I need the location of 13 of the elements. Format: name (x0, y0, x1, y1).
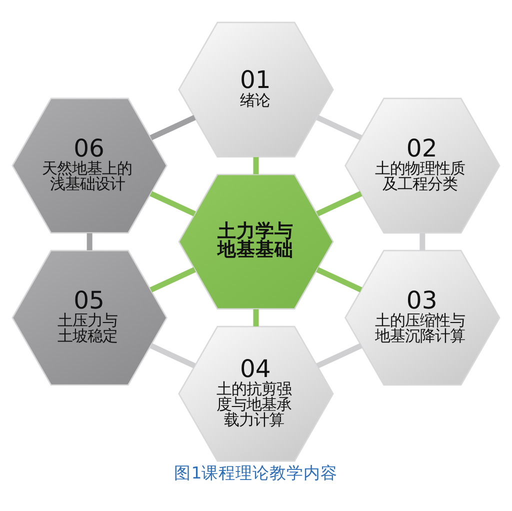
connector (316, 191, 362, 216)
connector (316, 343, 362, 368)
connector (420, 233, 426, 250)
connector (150, 343, 196, 368)
connector (316, 267, 362, 292)
connector (316, 115, 362, 140)
connector (150, 191, 196, 216)
connector (253, 309, 259, 326)
connector (253, 157, 259, 174)
connector (150, 267, 196, 292)
caption: 图1课程理论教学内容 (174, 464, 338, 483)
connector (150, 115, 196, 140)
connector (86, 233, 92, 250)
